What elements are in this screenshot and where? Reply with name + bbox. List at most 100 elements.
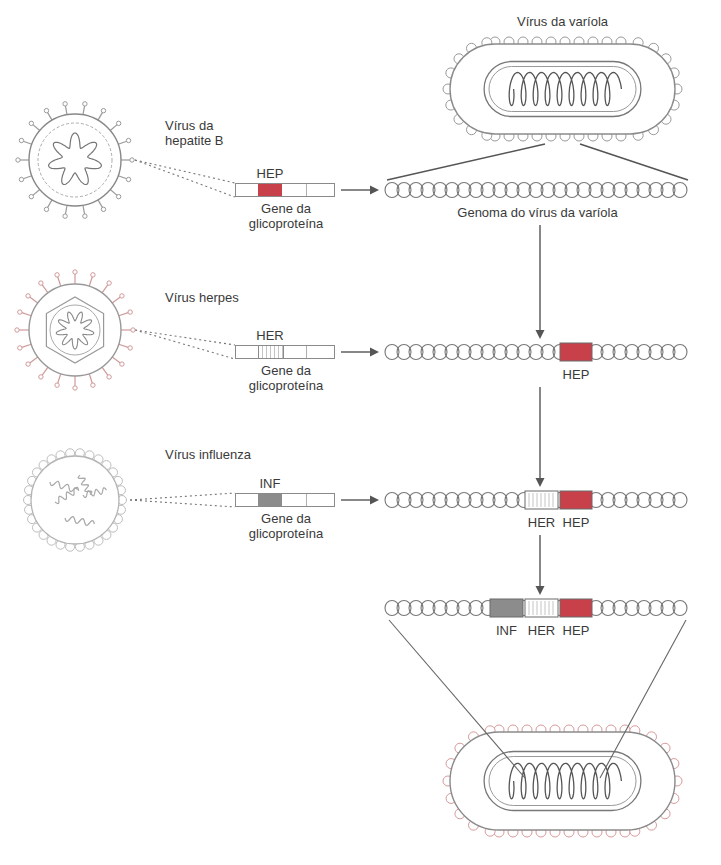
surface-spike bbox=[58, 277, 61, 287]
gene-hatch bbox=[553, 601, 554, 615]
genome-segment bbox=[55, 488, 78, 504]
spike-tip bbox=[120, 294, 124, 298]
figure-drawing bbox=[385, 490, 690, 510]
gene-hatch bbox=[533, 601, 534, 615]
arrowhead bbox=[370, 186, 379, 195]
connector-line bbox=[580, 144, 688, 180]
virus-envelope bbox=[31, 456, 119, 544]
spike-tip bbox=[18, 310, 22, 314]
gene-bar: HERGene da glicoproteína bbox=[235, 345, 335, 359]
spike-tip bbox=[39, 375, 43, 379]
surface-spike bbox=[30, 357, 38, 363]
surface-spike bbox=[65, 106, 67, 115]
genome-strand: INFHERHEP bbox=[385, 598, 690, 618]
surface-spike bbox=[110, 125, 117, 131]
connector bbox=[536, 535, 545, 595]
gene-hatch bbox=[541, 601, 542, 615]
spike-tip bbox=[126, 177, 130, 181]
spike-tip bbox=[91, 383, 95, 387]
gene-hatch bbox=[537, 601, 538, 615]
connector-line bbox=[135, 330, 235, 359]
arrowhead bbox=[536, 478, 545, 487]
virus-capsid bbox=[46, 297, 103, 363]
surface-spike bbox=[112, 357, 120, 363]
gene-bar: INFGene da glicoproteína bbox=[235, 493, 335, 507]
connector bbox=[135, 160, 235, 197]
connector-line bbox=[130, 493, 235, 500]
surface-spike bbox=[20, 159, 29, 160]
virus-figure: Vírus da varíola bbox=[440, 34, 685, 144]
spike-tip bbox=[128, 346, 132, 350]
gene-caption: Gene da glicoproteína bbox=[236, 511, 336, 541]
genome-label: Genoma do vírus da varíola bbox=[457, 205, 617, 220]
spike-tip bbox=[29, 121, 33, 125]
gene-hatch bbox=[553, 493, 554, 507]
genome-segment bbox=[83, 488, 107, 498]
surface-spike bbox=[89, 374, 92, 384]
spike-tip bbox=[19, 177, 23, 181]
surface-spike bbox=[119, 344, 129, 347]
virus-figure: Vírus da hepatite B bbox=[15, 100, 135, 220]
genome-label: HEP bbox=[563, 623, 590, 638]
helix-turn bbox=[673, 183, 687, 198]
virus-core-inner bbox=[489, 67, 636, 112]
gene-name: INF bbox=[260, 476, 281, 491]
gene-divider bbox=[306, 184, 307, 196]
surface-spike bbox=[118, 176, 126, 179]
gene-hatch bbox=[545, 493, 546, 507]
surface-spike bbox=[58, 374, 61, 384]
arrowhead bbox=[370, 348, 379, 357]
spike-tip bbox=[15, 328, 19, 332]
spike-tip bbox=[130, 158, 134, 162]
gene-hatch bbox=[533, 493, 534, 507]
surface-spike bbox=[23, 176, 31, 179]
genome-strand: Genoma do vírus da varíola bbox=[385, 180, 690, 200]
figure-drawing bbox=[440, 34, 685, 144]
spike-tip bbox=[18, 346, 22, 350]
figure-drawing bbox=[385, 598, 690, 618]
surface-spike bbox=[74, 274, 75, 284]
virus-envelope bbox=[29, 114, 121, 206]
spike-tip bbox=[83, 214, 87, 218]
surface-spike bbox=[118, 141, 126, 144]
arrowhead bbox=[536, 586, 545, 595]
virus-name: Vírus influenza bbox=[165, 447, 251, 462]
spike-tip bbox=[101, 207, 105, 211]
spike-tip bbox=[131, 328, 135, 332]
helix-turn bbox=[673, 601, 687, 616]
connector bbox=[536, 387, 545, 487]
surface-spike bbox=[98, 200, 103, 208]
surface-spike bbox=[42, 285, 48, 293]
surface-spike bbox=[89, 277, 92, 287]
spike-tip bbox=[128, 310, 132, 314]
spike-tip bbox=[26, 362, 30, 366]
inserted-gene bbox=[560, 343, 592, 361]
genome-label: HEP bbox=[563, 367, 590, 382]
surface-spike bbox=[19, 329, 29, 330]
spike-tip bbox=[19, 138, 23, 142]
connector bbox=[341, 348, 379, 357]
virus-name: Vírus herpes bbox=[165, 290, 239, 305]
arrowhead bbox=[370, 496, 379, 505]
gene-caption: Gene da glicoproteína bbox=[236, 363, 336, 393]
virus-core bbox=[50, 305, 100, 355]
spike-tip bbox=[55, 273, 59, 277]
spike-tip bbox=[16, 158, 20, 162]
virus-envelope bbox=[450, 44, 675, 134]
virus-envelope bbox=[450, 732, 675, 830]
virus-core bbox=[484, 62, 641, 117]
gene-segment bbox=[258, 494, 282, 506]
spike-tip bbox=[91, 273, 95, 277]
surface-spike bbox=[98, 112, 103, 120]
spike-tip bbox=[55, 383, 59, 387]
virus-core bbox=[484, 752, 641, 811]
gene-hatch bbox=[549, 601, 550, 615]
surface-spike bbox=[30, 297, 38, 303]
inserted-gene bbox=[525, 599, 558, 617]
surface-spike bbox=[119, 313, 129, 316]
gene-divider bbox=[306, 346, 307, 358]
genome-label: HER bbox=[528, 623, 555, 638]
virus-figure: Vírus influenza bbox=[20, 445, 130, 555]
virus-core-inner bbox=[489, 757, 636, 806]
connector-line bbox=[341, 351, 370, 352]
